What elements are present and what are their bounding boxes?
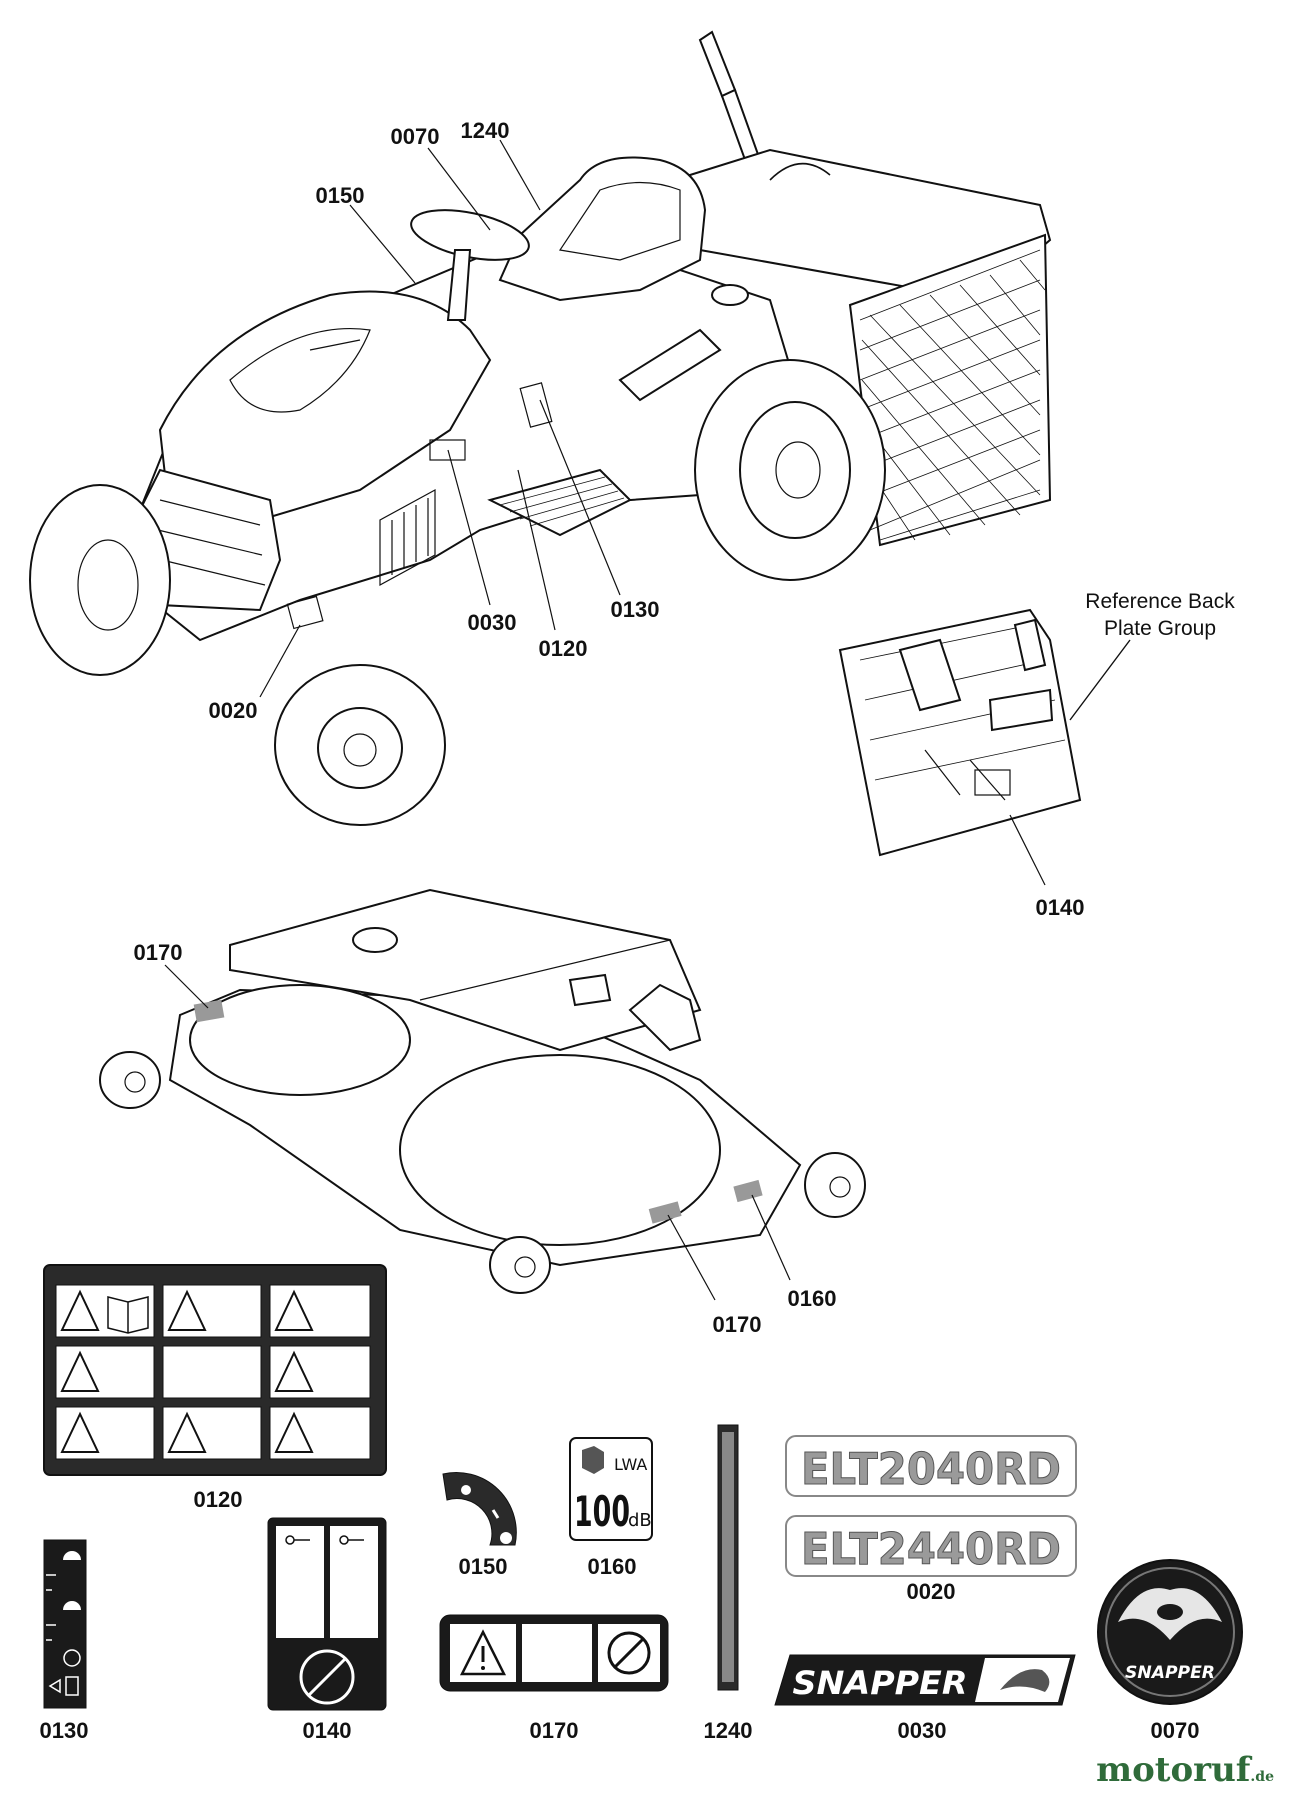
callout-1240-tractor: 1240 (461, 118, 510, 143)
callout-0170-deck-a: 0170 (134, 940, 183, 965)
watermark: motoruf.de (1096, 1750, 1274, 1790)
label-1240: 1240 (704, 1718, 753, 1743)
callout-0070-tractor: 0070 (391, 124, 440, 149)
noise-unit: dB (628, 1510, 652, 1531)
fuel-pump-icon (48, 1676, 79, 1696)
noise-value: 100 (574, 1487, 630, 1536)
tractor-illustration (29, 30, 1052, 826)
manual-book-icon (107, 1296, 149, 1334)
watermark-name: motoruf (1096, 1750, 1251, 1790)
warning-triangle-icon (60, 1289, 314, 1453)
noise-decal-0160 (569, 1437, 653, 1541)
callout-0160-deck: 0160 (788, 1286, 837, 1311)
model-name-1: ELT2040RD (801, 1444, 1061, 1495)
callout-0140-plate: 0140 (1036, 895, 1085, 920)
tractor-leader-lines (259, 139, 621, 698)
label-0020: 0020 (907, 1579, 956, 1604)
label-0070: 0070 (1151, 1718, 1200, 1743)
brand-text: SNAPPER (793, 1664, 968, 1702)
strip-decal-1240 (717, 1424, 739, 1691)
reference-note-line2: Plate Group (1104, 617, 1216, 640)
callout-0150-tractor: 0150 (316, 183, 365, 208)
label-0160: 0160 (588, 1554, 637, 1579)
brand-decal-0030 (774, 1654, 1076, 1706)
choke-decal-0150 (442, 1472, 517, 1546)
reference-note-line1: Reference Back (1085, 590, 1235, 613)
label-0150: 0150 (459, 1554, 508, 1579)
callout-0030-tractor: 0030 (468, 610, 517, 635)
key-icon (285, 1535, 364, 1545)
brand-badge-text: SNAPPER (1125, 1663, 1215, 1683)
instruction-decal-0140 (267, 1517, 387, 1711)
warning-decal-0170 (439, 1614, 669, 1692)
back-plate-illustration (838, 608, 1131, 886)
callout-0130-tractor: 0130 (611, 597, 660, 622)
label-0170: 0170 (530, 1718, 579, 1743)
label-0030: 0030 (898, 1718, 947, 1743)
label-0120: 0120 (194, 1487, 243, 1512)
label-0140: 0140 (303, 1718, 352, 1743)
safety-decal-0120 (43, 1264, 387, 1476)
callout-0170-deck-b: 0170 (713, 1312, 762, 1337)
mower-deck-illustration (99, 888, 866, 1301)
model-name-2: ELT2440RD (801, 1524, 1061, 1575)
brand-badge-decal-0070 (1097, 1559, 1243, 1705)
callout-0020-tractor: 0020 (209, 698, 258, 723)
fuel-gauge-decal-0130 (43, 1539, 87, 1709)
watermark-suffix: .de (1250, 1769, 1274, 1785)
no-passenger-icon (299, 1649, 355, 1705)
model-decal-0020 (785, 1435, 1077, 1577)
noise-symbol: LWA (614, 1455, 647, 1474)
callout-0120-tractor: 0120 (539, 636, 588, 661)
label-0130: 0130 (40, 1718, 89, 1743)
